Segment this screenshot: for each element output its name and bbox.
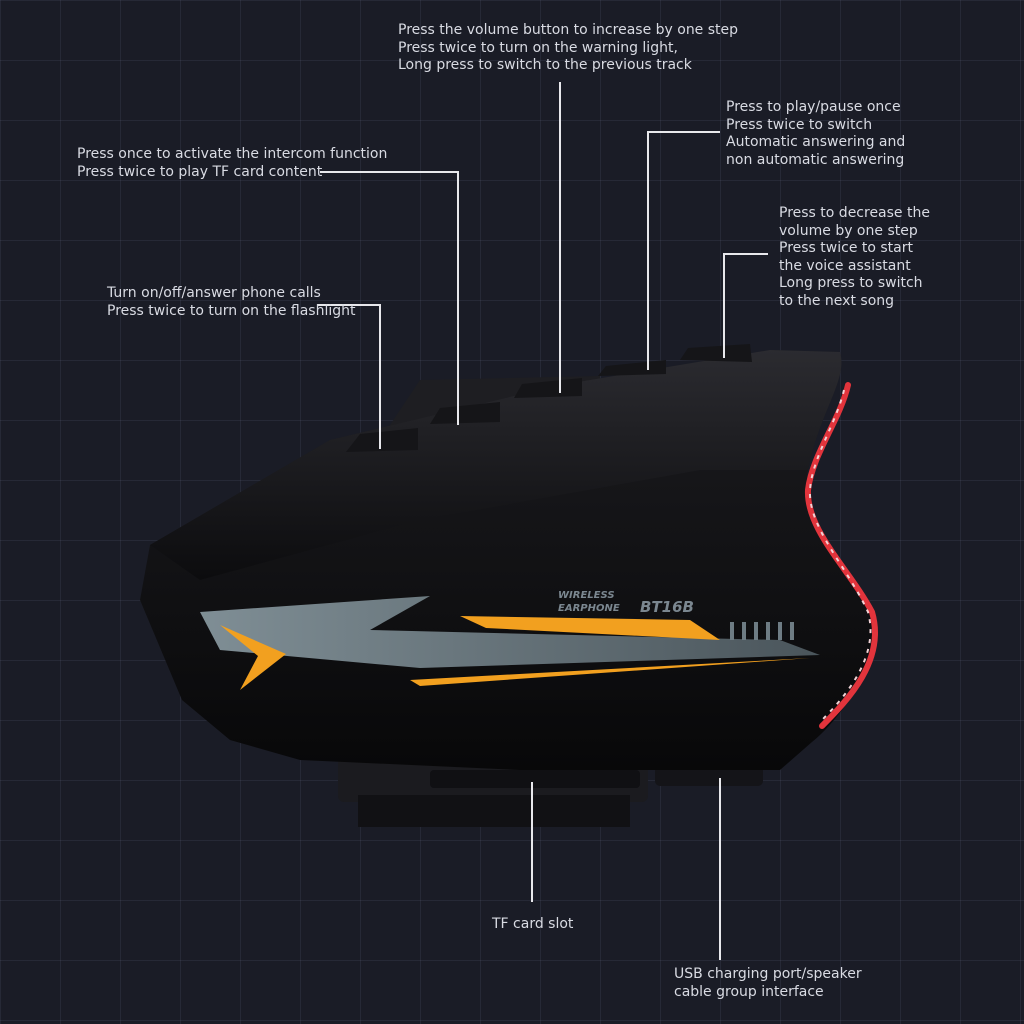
callout-volume-up: Press the volume button to increase by o… (398, 22, 739, 73)
brand-line-2: EARPHONE (558, 603, 620, 614)
callout-volume-down: Press to decrease the volume by one step… (779, 205, 930, 309)
graphic-stripes (200, 596, 820, 690)
callout-intercom: Press once to activate the intercom func… (77, 146, 388, 180)
usb-port[interactable] (655, 766, 763, 786)
leader-power (318, 304, 381, 449)
callout-play-pause: Press to play/pause once Press twice to … (726, 99, 906, 168)
leader-intercom (320, 171, 459, 425)
power-button[interactable] (346, 428, 418, 452)
brand-line-1: WIRELESS (558, 590, 615, 601)
model-name: BT16B (640, 598, 694, 616)
red-light-strip (804, 382, 878, 729)
callout-power: Turn on/off/answer phone calls Press twi… (107, 285, 356, 319)
callout-lines (318, 82, 768, 960)
leader-volume-down (723, 253, 768, 358)
play-pause-button[interactable] (598, 360, 666, 376)
intercom-button[interactable] (430, 402, 500, 424)
volume-down-button[interactable] (680, 344, 752, 362)
top-buttons (346, 344, 752, 452)
callout-usb: USB charging port/speaker cable group in… (674, 966, 862, 1000)
tf-card-slot[interactable] (430, 770, 640, 788)
leader-play-pause (647, 131, 720, 370)
volume-up-button[interactable] (514, 378, 582, 398)
callout-tf-slot: TF card slot (492, 916, 574, 932)
